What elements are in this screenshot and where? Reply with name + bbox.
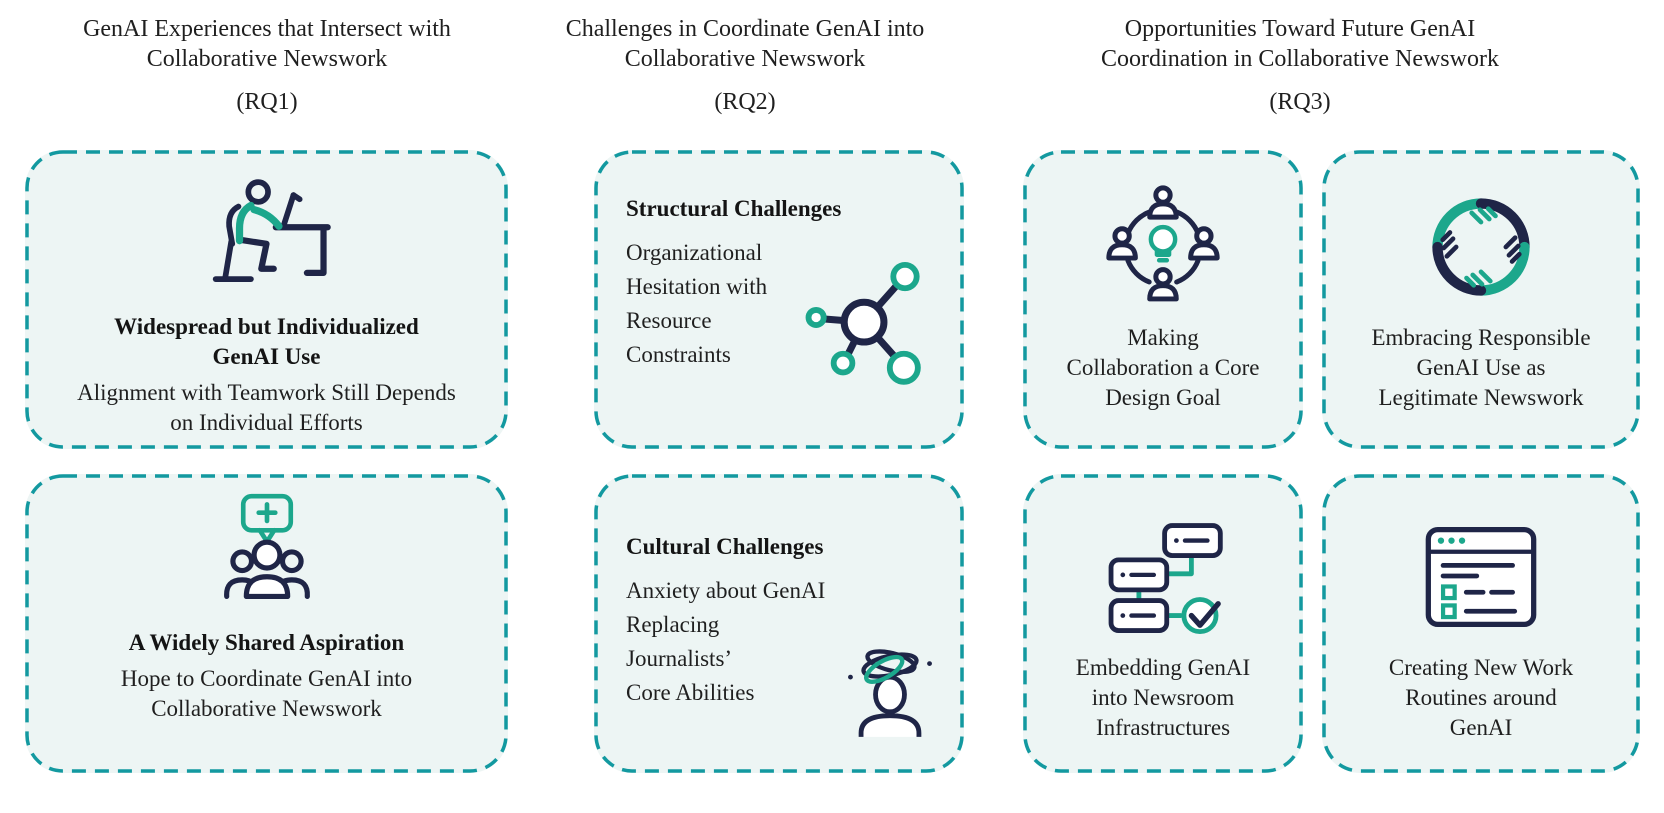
card-body: Anxiety about GenAI Replacing Journalist… (626, 578, 826, 705)
card-title: Cultural Challenges (626, 534, 824, 559)
card-new-work-routines: Creating New Work Routines around GenAI (1322, 474, 1640, 773)
network-nodes-icon (805, 261, 921, 385)
card-body: Creating New Work Routines around GenAI (1388, 655, 1574, 740)
people-around-lightbulb-icon (1106, 185, 1220, 302)
browser-checklist-icon (1425, 526, 1537, 628)
card-structural-challenges: Structural Challenges Organizational Hes… (594, 150, 964, 449)
card-newsroom-infrastructures: Embedding GenAI into Newsroom Infrastruc… (1023, 474, 1303, 773)
column-title-rq1: GenAI Experiences that Intersect with Co… (83, 16, 451, 72)
column-rq1-label: (RQ1) (236, 89, 298, 115)
interlocked-hands-icon (1432, 198, 1530, 296)
card-shared-aspiration: A Widely Shared Aspiration Hope to Coord… (25, 474, 508, 773)
card-body: Alignment with Teamwork Still Depends on… (77, 380, 456, 435)
flowchart-checkmark-icon (1108, 523, 1223, 635)
card-body: Making Collaboration a Core Design Goal (1066, 325, 1260, 410)
column-title-rq2: Challenges in Coordinate GenAI into Coll… (565, 16, 925, 72)
card-title: Structural Challenges (626, 196, 842, 221)
team-plus-speech-bubble-icon (223, 493, 310, 599)
card-responsible-genai-use: Embracing Responsible GenAI Use as Legit… (1322, 150, 1640, 449)
card-cultural-challenges: Cultural Challenges Anxiety about GenAI … (594, 474, 964, 773)
card-widespread-genai-use: Widespread but Individualized GenAI Use … (25, 150, 508, 449)
card-body: Hope to Coordinate GenAI into Collaborat… (120, 666, 413, 721)
person-at-desk-icon (212, 179, 331, 282)
dizzy-person-icon (848, 649, 932, 737)
column-header-rq3: Opportunities Toward Future GenAI Coordi… (1030, 14, 1570, 117)
column-header-rq2: Challenges in Coordinate GenAI into Coll… (520, 14, 970, 117)
card-body: Embedding GenAI into Newsroom Infrastruc… (1075, 655, 1251, 740)
card-body: Embracing Responsible GenAI Use as Legit… (1371, 325, 1591, 410)
column-header-rq1: GenAI Experiences that Intersect with Co… (17, 14, 517, 117)
column-title-rq3: Opportunities Toward Future GenAI Coordi… (1101, 16, 1499, 72)
card-body: Organizational Hesitation with Resource … (626, 240, 768, 367)
card-collaboration-design-goal: Making Collaboration a Core Design Goal (1023, 150, 1303, 449)
column-rq3-label: (RQ3) (1269, 89, 1331, 115)
card-title: A Widely Shared Aspiration (128, 630, 405, 655)
column-rq2-label: (RQ2) (714, 89, 776, 115)
card-title: Widespread but Individualized GenAI Use (114, 314, 419, 369)
